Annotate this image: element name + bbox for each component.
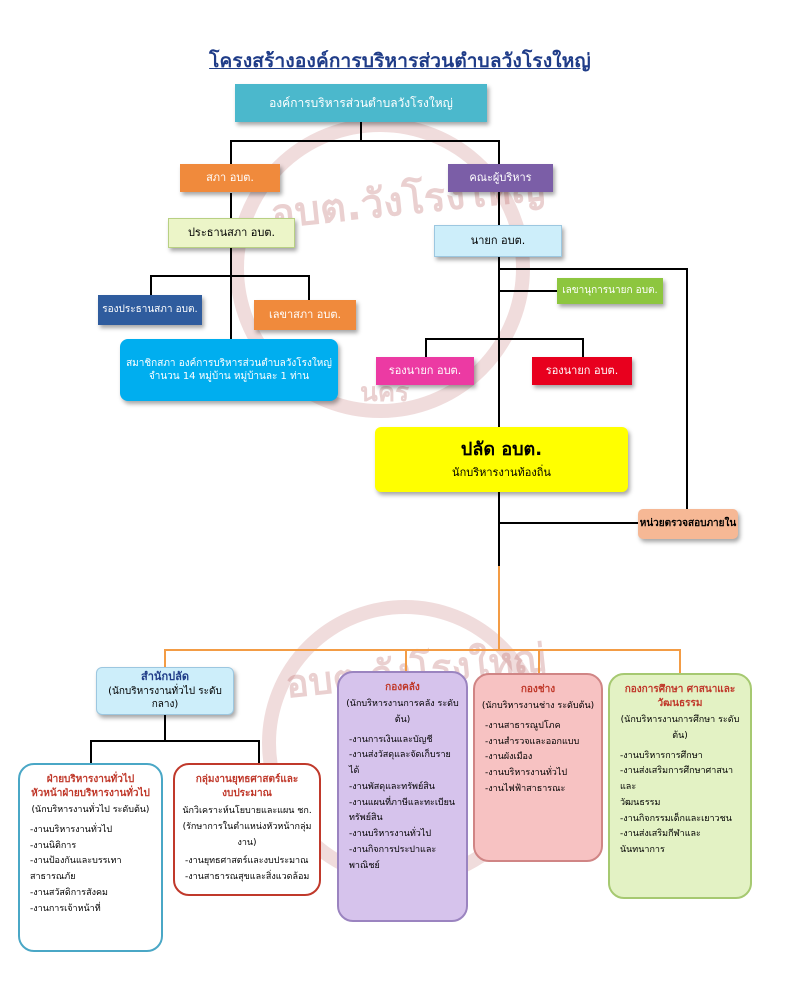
node-vice-chair: รองประธานสภา อบต. [98, 295, 202, 325]
panel-admin-sub: (นักบริหารงานทั่วไป ระดับต้น) [31, 805, 150, 815]
page-title: โครงสร้างองค์การบริหารส่วนตำบลวังโรงใหญ่ [209, 50, 591, 72]
palad-title: ปลัด อบต. [460, 438, 543, 460]
panel-education-title2: วัฒนธรรม [657, 698, 703, 709]
panel-finance-title: กองคลัง [385, 682, 420, 693]
node-palad: ปลัด อบต. นักบริหารงานท้องถิ่น [375, 427, 628, 492]
connector [164, 649, 680, 651]
panel-engineering-title: กองช่าง [520, 684, 556, 695]
panel-engineering: กองช่าง (นักบริหารงานช่าง ระดับต้น) -งาน… [473, 673, 603, 862]
connector [90, 740, 92, 764]
panel-finance-sub: (นักบริหารงานการคลัง ระดับต้น) [346, 699, 459, 725]
list-item: -งานส่งวัสดุและจัดเก็บรายได้ [349, 750, 451, 776]
node-council-secretary: เลขาสภา อบต. [254, 300, 356, 330]
connector [90, 740, 260, 742]
list-item: -งานบริหารการศึกษา [620, 750, 703, 761]
panel-policy-sub2: (รักษาการในตำแหน่งหัวหน้ากลุ่มงาน) [182, 821, 312, 848]
node-executives: คณะผู้บริหาร [448, 164, 553, 192]
list-item: -งานกิจการประปาและพาณิชย์ [349, 844, 437, 871]
node-mayor-secretary: เลขานุการนายก อบต. [557, 278, 663, 304]
node-mayor: นายก อบต. [434, 225, 562, 257]
node-internal-audit: หน่วยตรวจสอบภายใน [638, 509, 738, 539]
list-item: -งานการเจ้าหน้าที่ [30, 903, 101, 914]
connector [360, 122, 362, 140]
connector [230, 140, 500, 142]
node-council-chair: ประธานสภา อบต. [168, 218, 295, 248]
members-line1: สมาชิกสภา องค์การบริหารส่วนตำบลวังโรงใหญ… [126, 357, 332, 369]
connector [405, 649, 407, 671]
list-item: -งานพัสดุและทรัพย์สิน [349, 781, 435, 792]
list-item: -งานบริหารงานทั่วไป [30, 824, 113, 835]
connector [164, 714, 166, 741]
connector [150, 275, 310, 277]
panel-engineering-list: -งานสาธารณูปโภค -งานสำรวจและออกแบบ -งานผ… [481, 719, 595, 798]
connector [230, 277, 232, 339]
connector [679, 649, 681, 673]
panel-education-list: -งานบริหารการศึกษา -งานส่งเสริมการศึกษาศ… [616, 749, 744, 859]
panel-admin-list: -งานบริหารงานทั่วไป -งานนิติการ -งานป้อง… [26, 823, 155, 918]
list-item: -งานผังเมือง [485, 752, 533, 763]
node-council: สภา อบต. [180, 164, 280, 192]
list-item: -งานบริหารงานทั่วไป [349, 829, 432, 839]
panel-policy-title1: กลุ่มงานยุทธศาสตร์และ [195, 774, 299, 785]
members-line2: จำนวน 14 หมู่บ้าน หมู่บ้านละ 1 ท่าน [148, 371, 310, 382]
panel-finance-list: -งานการเงินและบัญชี -งานส่งวัสดุและจัดเก… [345, 733, 460, 875]
list-item: -งานบริหารงานทั่วไป [485, 768, 568, 778]
panel-policy: กลุ่มงานยุทธศาสตร์และ งบประมาณ นักวิเครา… [173, 763, 321, 896]
node-vice-mayor-1: รองนายก อบต. [376, 357, 474, 385]
connector [582, 338, 584, 358]
panel-finance: กองคลัง (นักบริหารงานการคลัง ระดับต้น) -… [337, 671, 468, 922]
list-item: -งานกิจกรรมเด็กและเยาวชน [620, 813, 732, 824]
node-org: องค์การบริหารส่วนตำบลวังโรงใหญ่ [235, 84, 487, 122]
connector [150, 275, 152, 295]
office-title: สำนักปลัด [141, 670, 189, 684]
office-sub: (นักบริหารงานทั่วไป ระดับกลาง) [108, 685, 222, 711]
connector [308, 275, 310, 300]
panel-policy-sub1: นักวิเคราะห์นโยบายและแผน ชก. [182, 806, 312, 816]
connector [498, 268, 688, 270]
list-item: -งานการเงินและบัญชี [349, 734, 433, 745]
list-item: -งานสาธารณูปโภค [485, 720, 561, 731]
panel-education-title1: กองการศึกษา ศาสนาและ [624, 684, 736, 695]
list-item: -งานนิติการ [30, 840, 77, 851]
panel-education-sub: (นักบริหารงานการศึกษา ระดับต้น) [620, 715, 740, 741]
connector [498, 522, 638, 524]
list-item: -งานแผนที่ภาษีและทะเบียน [349, 797, 456, 808]
palad-sub: นักบริหารงานท้องถิ่น [452, 466, 551, 480]
connector [538, 649, 540, 673]
node-office-palad: สำนักปลัด (นักบริหารงานทั่วไป ระดับกลาง) [96, 667, 234, 715]
panel-policy-title2: งบประมาณ [222, 788, 272, 799]
connector [230, 140, 232, 170]
panel-admin-title1: ฝ่ายบริหารงานทั่วไป [46, 774, 135, 785]
connector [425, 338, 583, 340]
panel-admin-title2: หัวหน้าฝ่ายบริหารงานทั่วไป [31, 788, 150, 799]
list-item: -งานส่งเสริมกีฬาและนันทนาการ [620, 829, 701, 855]
list-item: -งานสวัสดิการสังคม [30, 887, 108, 898]
connector [498, 290, 558, 292]
node-council-members: สมาชิกสภา องค์การบริหารส่วนตำบลวังโรงใหญ… [120, 339, 338, 401]
panel-admin: ฝ่ายบริหารงานทั่วไป หัวหน้าฝ่ายบริหารงาน… [18, 763, 163, 952]
list-item: -งานไฟฟ้าสาธารณะ [485, 783, 566, 794]
connector [164, 649, 166, 667]
list-item: -งานป้องกันและบรรเทาสาธารณภัย [30, 856, 122, 882]
list-item: -งานสาธารณสุขและสิ่งแวดล้อม [185, 872, 310, 882]
list-item: วัฒนธรรม [620, 797, 661, 808]
connector [258, 740, 260, 764]
list-item: -งานยุทธศาสตร์และงบประมาณ [185, 856, 309, 867]
connector [498, 566, 500, 650]
connector [498, 492, 500, 572]
panel-engineering-sub: (นักบริหารงานช่าง ระดับต้น) [481, 701, 595, 711]
panel-policy-list: -งานยุทธศาสตร์และงบประมาณ -งานสาธารณสุขแ… [181, 854, 313, 886]
panel-education: กองการศึกษา ศาสนาและ วัฒนธรรม (นักบริหาร… [608, 673, 752, 899]
node-vice-mayor-2: รองนายก อบต. [532, 357, 632, 385]
connector [686, 268, 688, 516]
connector [425, 338, 427, 358]
list-item: -งานสำรวจและออกแบบ [485, 736, 580, 747]
list-item: -งานส่งเสริมการศึกษาศาสนาและ [620, 766, 734, 792]
list-item: ทรัพย์สิน [349, 813, 383, 824]
